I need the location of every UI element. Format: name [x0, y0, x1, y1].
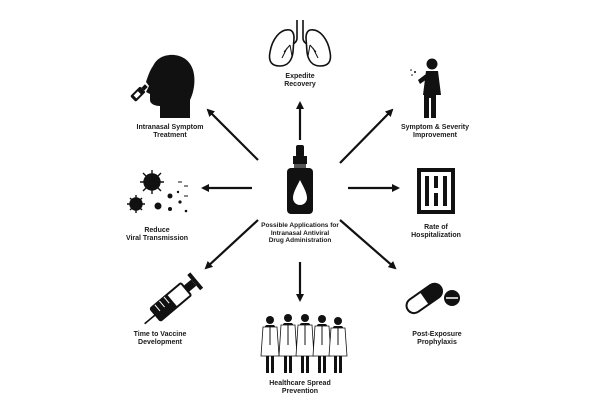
healthcare-workers-icon: [260, 314, 348, 373]
arrow-to-symptom-severity: [339, 108, 394, 164]
label-healthcare-spread: Healthcare Spread Prevention: [269, 380, 331, 395]
arrows: [201, 101, 400, 302]
label-post-exposure: Post-Exposure Prophylaxis: [412, 331, 462, 346]
coughing-person-icon: [410, 58, 441, 118]
arrow-to-intranasal-treatment: [206, 108, 259, 161]
label-intranasal-treatment: Intranasal Symptom Treatment: [136, 124, 204, 139]
label-expedite-recovery: Expedite Recovery: [284, 73, 316, 88]
label-symptom-severity: Symptom & Severity Improvement: [400, 124, 470, 139]
lungs-icon: [268, 20, 332, 67]
label-vaccine-development: Time to Vaccine Development: [133, 331, 187, 346]
virus-particles-icon: [127, 170, 188, 213]
hospital-sign-icon: [417, 168, 455, 214]
label-hospitalization: Rate of Hospitalization: [411, 224, 461, 239]
pills-icon: [405, 282, 460, 315]
arrow-to-vaccine-development: [204, 219, 259, 270]
nasal-spray-bottle-icon: [287, 145, 313, 214]
label-viral-transmission: Reduce Viral Transmission: [125, 227, 189, 242]
syringe-icon: [144, 272, 204, 325]
arrow-to-post-exposure: [339, 219, 397, 270]
center-label: Possible Applications for Intranasal Ant…: [261, 222, 339, 244]
head-nasal-spray-icon: [130, 54, 195, 118]
